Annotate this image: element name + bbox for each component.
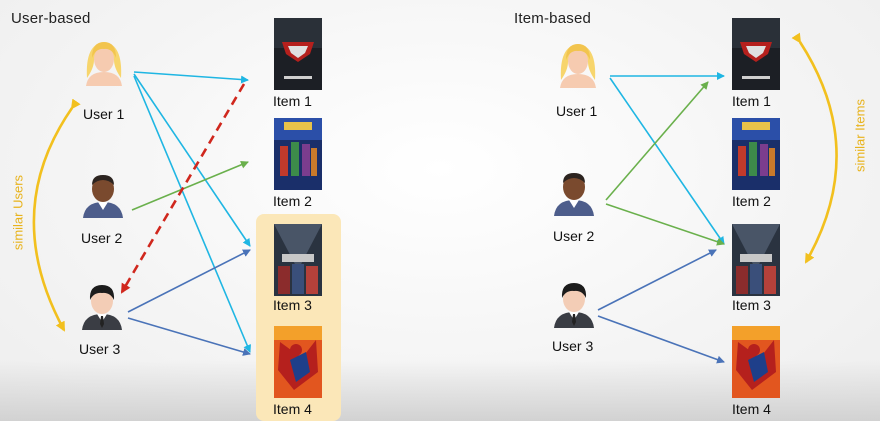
user-based-title: User-based <box>11 10 91 27</box>
arrow-ib-user2-item3 <box>605 203 725 246</box>
user-based-item2-label: Item 2 <box>273 193 312 209</box>
arrow-user3-item4 <box>127 317 251 356</box>
item-based-item2-poster <box>732 118 780 190</box>
arrow-user1-item3 <box>133 73 251 247</box>
item-based-item4-poster <box>732 326 780 398</box>
item-based-item1-poster <box>732 18 780 90</box>
arrow-user2-item2 <box>131 160 249 211</box>
user-based-user2-avatar <box>83 175 123 218</box>
item-based-user3-label: User 3 <box>552 338 594 354</box>
arrow-ib-user1-item3 <box>609 77 725 245</box>
item-based-arrows <box>597 72 725 364</box>
user-based-user3-avatar <box>82 285 122 330</box>
item-based-item3-label: Item 3 <box>732 297 771 313</box>
user-based-item4-poster <box>274 326 322 398</box>
arrow-user3-item3 <box>127 249 251 313</box>
similar-users-curve <box>32 98 81 332</box>
user-based-item4-label: Item 4 <box>273 401 312 417</box>
user-based-item3-label: Item 3 <box>273 297 312 313</box>
user-based-item1-poster <box>274 18 322 90</box>
item-based-users <box>554 44 596 328</box>
item-based-user1-label: User 1 <box>556 103 598 119</box>
item-based-item1-label: Item 1 <box>732 93 771 109</box>
item-based-title: Item-based <box>514 10 592 27</box>
user-based-users <box>82 42 123 330</box>
user-based-item2-poster <box>274 118 322 190</box>
user-based-item1-label: Item 1 <box>273 93 312 109</box>
arrow-ib-user2-item1 <box>605 81 709 201</box>
item-based-item3-poster <box>732 224 780 296</box>
item-based-item4-label: Item 4 <box>732 401 771 417</box>
arrow-ib-user3-item4 <box>597 315 725 364</box>
item-based-user2-avatar <box>554 173 594 216</box>
user-based-arrows <box>120 71 251 356</box>
similar-items-label: similar Items <box>852 99 868 172</box>
user-based-user1-avatar <box>86 42 122 86</box>
item-based-user1-avatar <box>560 44 596 88</box>
item-based-user3-avatar <box>554 283 594 328</box>
arrow-ib-user3-item3 <box>597 249 717 311</box>
arrow-user1-item4 <box>133 75 251 353</box>
item-based-user2-label: User 2 <box>553 228 595 244</box>
user-based-user3-label: User 3 <box>79 341 121 357</box>
similar-items-curve <box>791 32 838 264</box>
similar-users-label: similar Users <box>10 174 26 251</box>
item-based-item2-label: Item 2 <box>732 193 771 209</box>
user-based-item3-poster <box>274 224 322 296</box>
user-based-user1-label: User 1 <box>83 106 125 122</box>
user-based-user2-label: User 2 <box>81 230 123 246</box>
arrow-recommend-dashed <box>120 83 246 294</box>
arrow-user1-item1 <box>133 71 249 84</box>
